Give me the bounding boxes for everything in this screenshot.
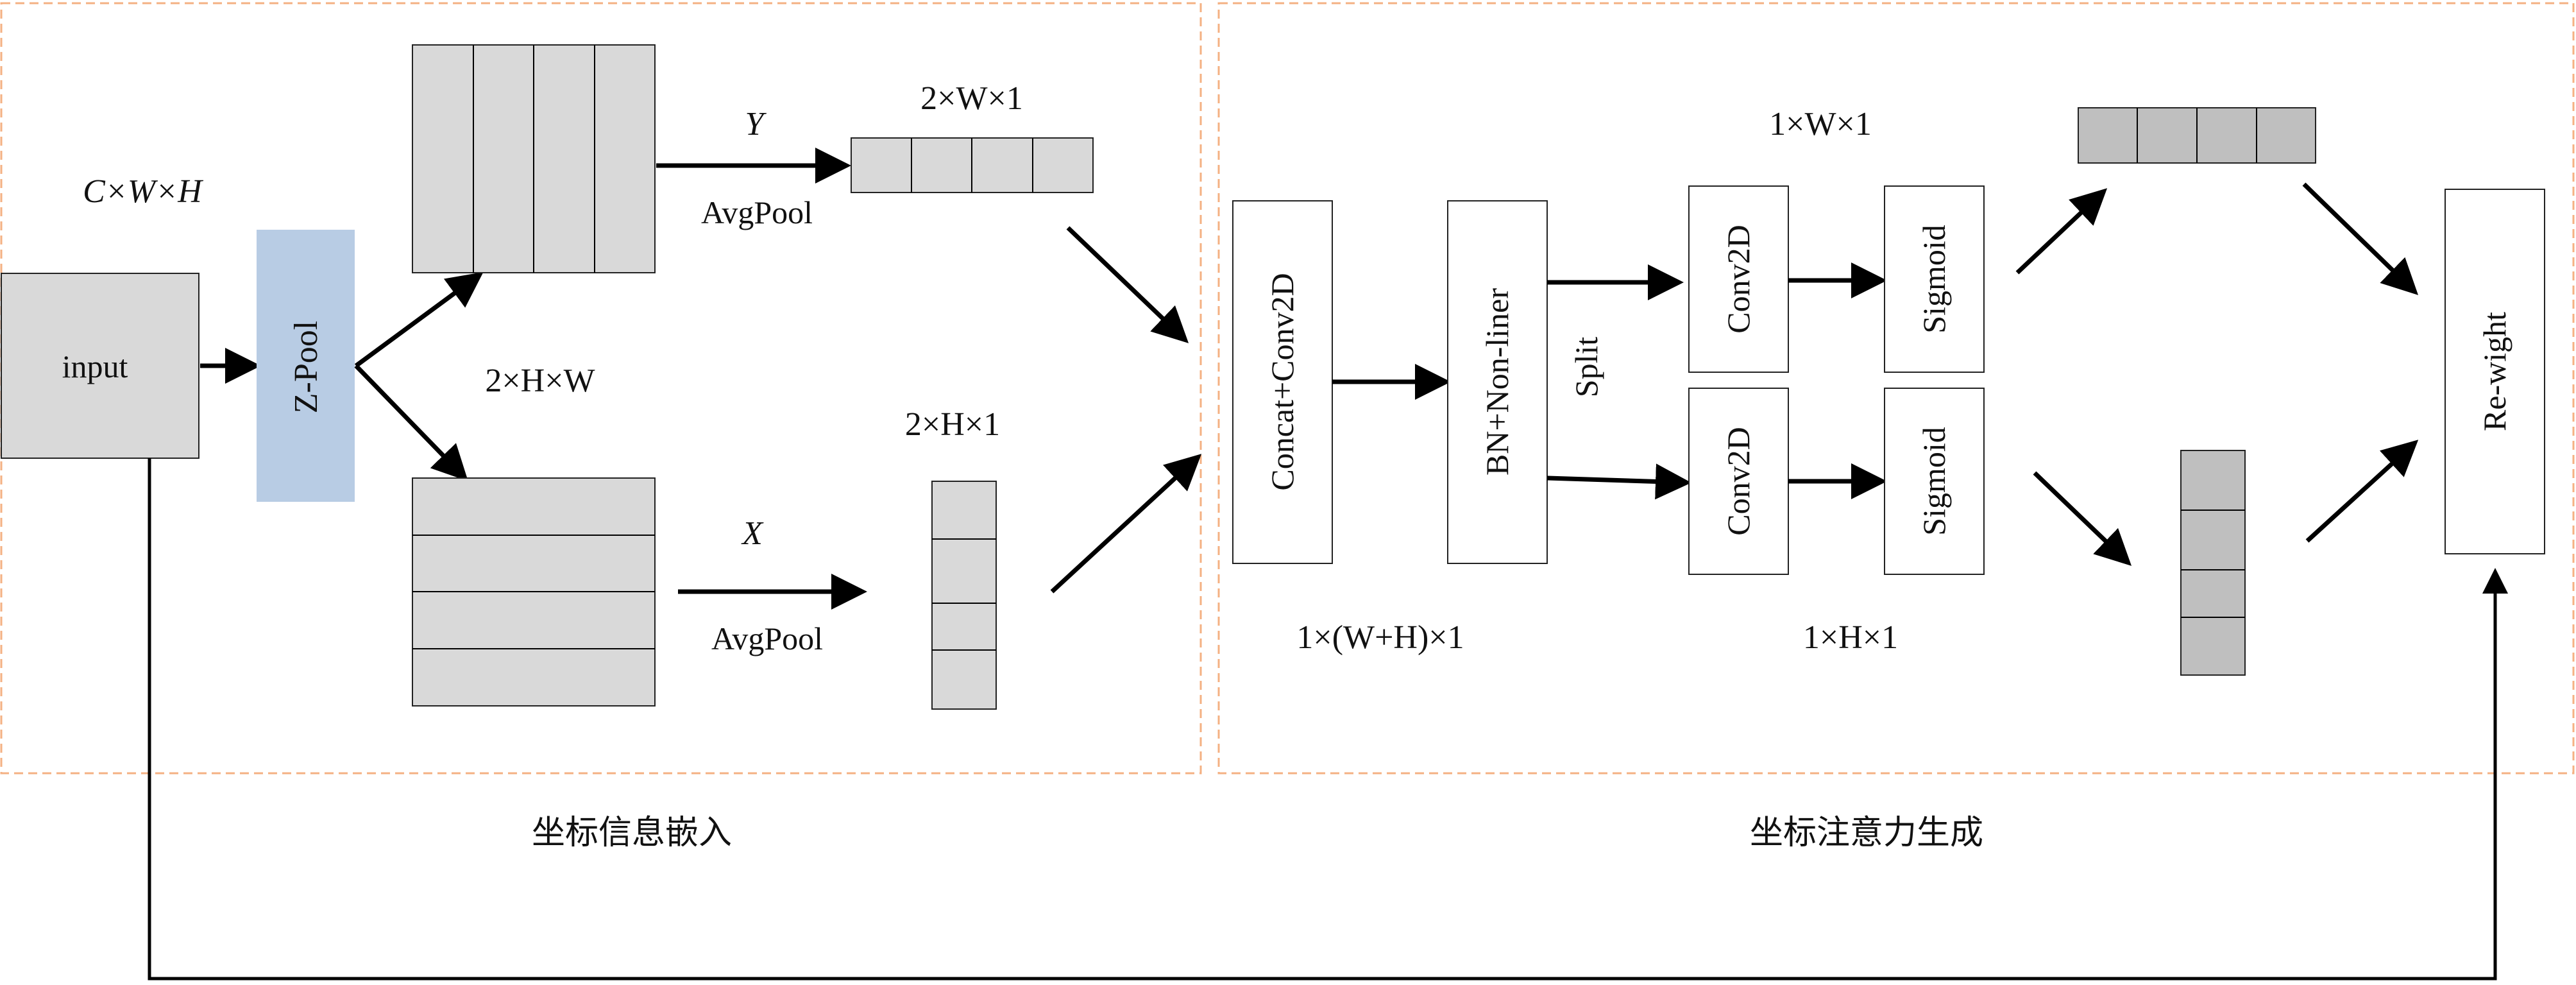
conv-bottom-box xyxy=(1688,388,1789,575)
pool-dims-label: 2×H×W xyxy=(485,363,595,399)
split-label: Split xyxy=(1568,337,1604,398)
attention-vector-top xyxy=(2078,107,2316,164)
conv-bottom-label: Conv2D xyxy=(1720,427,1756,535)
zpool-label: Z-Pool xyxy=(288,321,325,413)
arrow-split-bottom xyxy=(1546,463,1691,500)
sigmoid-top-label: Sigmoid xyxy=(1916,225,1952,333)
arrow-zpool-to-bottom xyxy=(354,364,468,482)
input-dims-label: C×W×H xyxy=(83,173,203,210)
arrow-sigmoid-top-to-vec xyxy=(2015,188,2108,275)
conv-top-box xyxy=(1688,185,1789,373)
concat-conv-box xyxy=(1232,200,1333,564)
reweight-box xyxy=(2445,189,2545,554)
bottom-pooled-vector xyxy=(931,481,997,710)
input-box xyxy=(1,273,199,459)
right-section-caption: 坐标注意力生成 xyxy=(1750,814,1983,852)
arrow-attn-top-to-reweight xyxy=(2302,182,2419,295)
avgpool-bottom-label: AvgPool xyxy=(711,621,823,656)
attn-bottom-dims-label: 1×H×1 xyxy=(1803,619,1898,656)
conv-top-label: Conv2D xyxy=(1720,225,1756,333)
arrow-zpool-to-top xyxy=(354,271,484,368)
top-pooled-vector xyxy=(851,137,1094,193)
avgpool-top-label: AvgPool xyxy=(701,194,813,230)
arrow-bottom-vec-to-concat xyxy=(1050,454,1202,594)
top-vector-dims-label: 2×W×1 xyxy=(920,80,1023,117)
sigmoid-bottom-label: Sigmoid xyxy=(1916,427,1952,535)
arrow-top-vec-to-concat xyxy=(1066,226,1189,343)
axis-x-label: X xyxy=(741,515,764,552)
concat-dims-label: 1×(W+H)×1 xyxy=(1296,619,1464,656)
right-section-frame xyxy=(1217,2,2575,775)
left-section-frame xyxy=(0,2,1202,775)
concat-conv-label: Concat+Conv2D xyxy=(1264,273,1300,490)
bottom-feature-block xyxy=(412,477,656,707)
axis-y-label: Y xyxy=(745,106,767,142)
bn-nonliner-label: BN+Non-liner xyxy=(1479,288,1515,475)
bn-nonliner-box xyxy=(1447,200,1548,564)
bottom-vector-dims-label: 2×H×1 xyxy=(905,406,1000,443)
sigmoid-top-box xyxy=(1884,185,1985,373)
reweight-label: Re-wight xyxy=(2477,312,2512,431)
top-feature-block xyxy=(412,44,656,273)
attn-top-dims-label: 1×W×1 xyxy=(1769,106,1872,142)
input-label: input xyxy=(62,348,128,384)
left-section-caption: 坐标信息嵌入 xyxy=(532,814,732,852)
attention-vector-bottom xyxy=(2180,450,2246,676)
arrow-sigmoid-bottom-to-vec xyxy=(2033,471,2132,566)
residual-connection-arrow xyxy=(148,458,2508,981)
zpool-box xyxy=(257,230,355,502)
arrow-attn-bottom-to-reweight xyxy=(2305,440,2419,543)
sigmoid-bottom-box xyxy=(1884,388,1985,575)
